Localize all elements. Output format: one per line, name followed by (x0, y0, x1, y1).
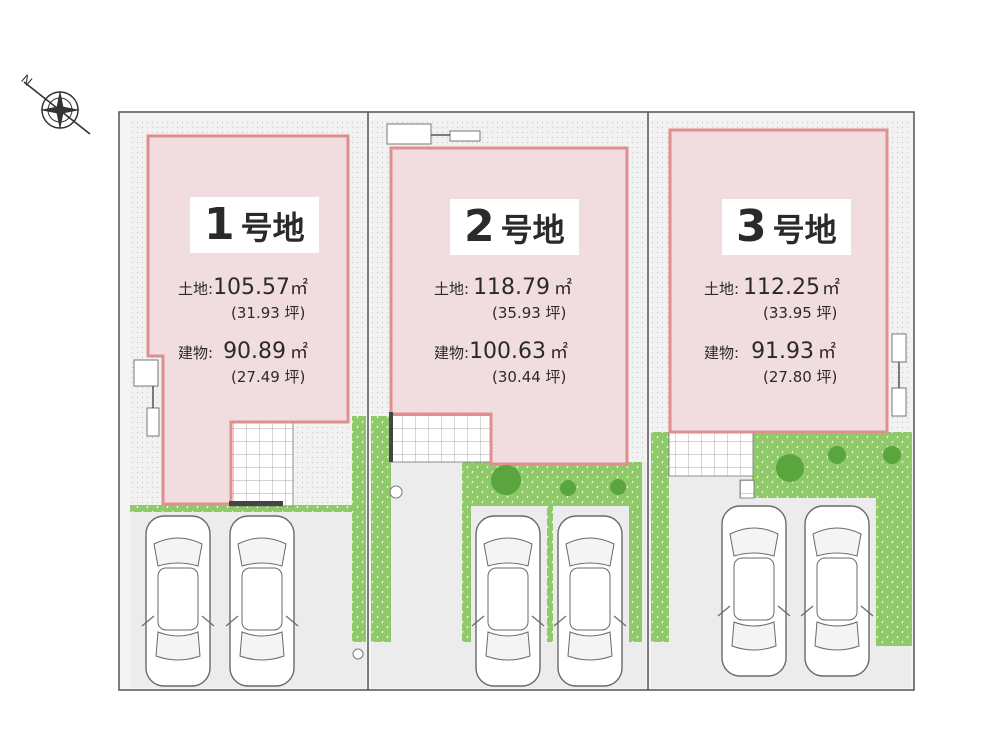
lot-suffix: 号地 (240, 209, 305, 247)
compass-north-label: N (18, 71, 35, 89)
lot-number: 1 (204, 199, 235, 250)
tree-icon (883, 446, 901, 464)
lot-1-land-tsubo: (31.93 坪) (231, 304, 306, 322)
tree-icon (828, 446, 846, 464)
lot-3-land-tsubo: (33.95 坪) (763, 304, 838, 322)
lot-3-terrace (668, 431, 754, 477)
lot-3-greenery (752, 432, 912, 498)
lot-number: 3 (736, 201, 767, 252)
lot-3-car-1 (717, 505, 791, 677)
lot-1-land-area: 土地:105.57㎡ (178, 275, 309, 300)
tree-icon (560, 480, 576, 496)
lot-1-greenery (352, 416, 366, 642)
lot-1-terrace (230, 421, 294, 507)
compass-icon (23, 81, 91, 135)
lot-2-terrace (390, 411, 492, 463)
lot-2-greenery-left (371, 416, 391, 642)
lot-3-greenery-left (651, 432, 669, 642)
lot-2-utility-box (386, 123, 432, 145)
lot-3-car-2 (800, 505, 874, 677)
lot-1-utility-box (133, 359, 159, 387)
tree-icon (776, 454, 804, 482)
lot-2-building-tsubo: (30.44 坪) (492, 368, 567, 386)
lot-suffix: 号地 (772, 211, 837, 249)
lot-2-car-2 (553, 515, 627, 687)
lot-suffix: 号地 (500, 211, 565, 249)
lot-2-land-tsubo: (35.93 坪) (492, 304, 567, 322)
tree-icon (610, 479, 626, 495)
lot-3-building-tsubo: (27.80 坪) (763, 368, 838, 386)
lot-2-car-1 (471, 515, 545, 687)
lot-1-car-1 (141, 515, 215, 687)
lot-number: 2 (464, 201, 495, 252)
lot-1-car-2 (225, 515, 299, 687)
tree-icon (491, 465, 521, 495)
lot-1-building-tsubo: (27.49 坪) (231, 368, 306, 386)
lot-3-utility-box (891, 333, 907, 363)
